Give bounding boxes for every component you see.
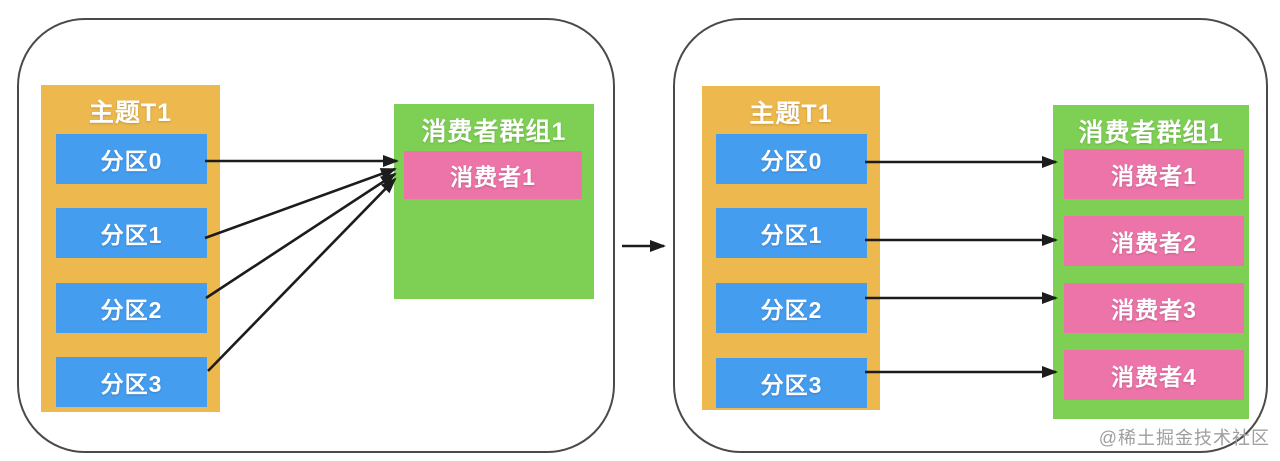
consumer-box: 消费者2 xyxy=(1064,216,1244,266)
consumer-group-title: 消费者群组1 xyxy=(421,118,567,146)
consumer-group-box: 消费者群组1 消费者1 xyxy=(394,104,594,299)
panel-after-rebalance: 主题T1 分区0 分区1 分区2 分区3 消费者群组1 消费者1 消费者2 消费… xyxy=(673,18,1268,453)
partition-box: 分区3 xyxy=(716,358,867,408)
topic-title: 主题T1 xyxy=(749,100,833,128)
consumer-box: 消费者4 xyxy=(1064,350,1244,400)
topic-title: 主题T1 xyxy=(88,99,173,127)
consumer-box: 消费者3 xyxy=(1064,283,1244,333)
partition-box: 分区0 xyxy=(716,134,867,184)
partition-box: 分区2 xyxy=(56,283,207,333)
partition-box: 分区3 xyxy=(56,357,207,407)
topic-box: 主题T1 分区0 分区1 分区2 分区3 xyxy=(41,85,220,412)
watermark: @稀土掘金技术社区 xyxy=(1098,428,1270,448)
partition-box: 分区1 xyxy=(56,208,207,258)
panel-before-rebalance: 主题T1 分区0 分区1 分区2 分区3 消费者群组1 消费者1 xyxy=(17,18,615,453)
consumer-box: 消费者1 xyxy=(404,151,582,199)
partition-box: 分区2 xyxy=(716,283,867,333)
consumer-group-title: 消费者群组1 xyxy=(1078,119,1224,147)
consumer-box: 消费者1 xyxy=(1064,149,1244,199)
topic-box: 主题T1 分区0 分区1 分区2 分区3 xyxy=(702,86,880,410)
partition-box: 分区0 xyxy=(56,134,207,184)
consumer-group-box: 消费者群组1 消费者1 消费者2 消费者3 消费者4 xyxy=(1053,105,1249,419)
partition-box: 分区1 xyxy=(716,208,867,258)
